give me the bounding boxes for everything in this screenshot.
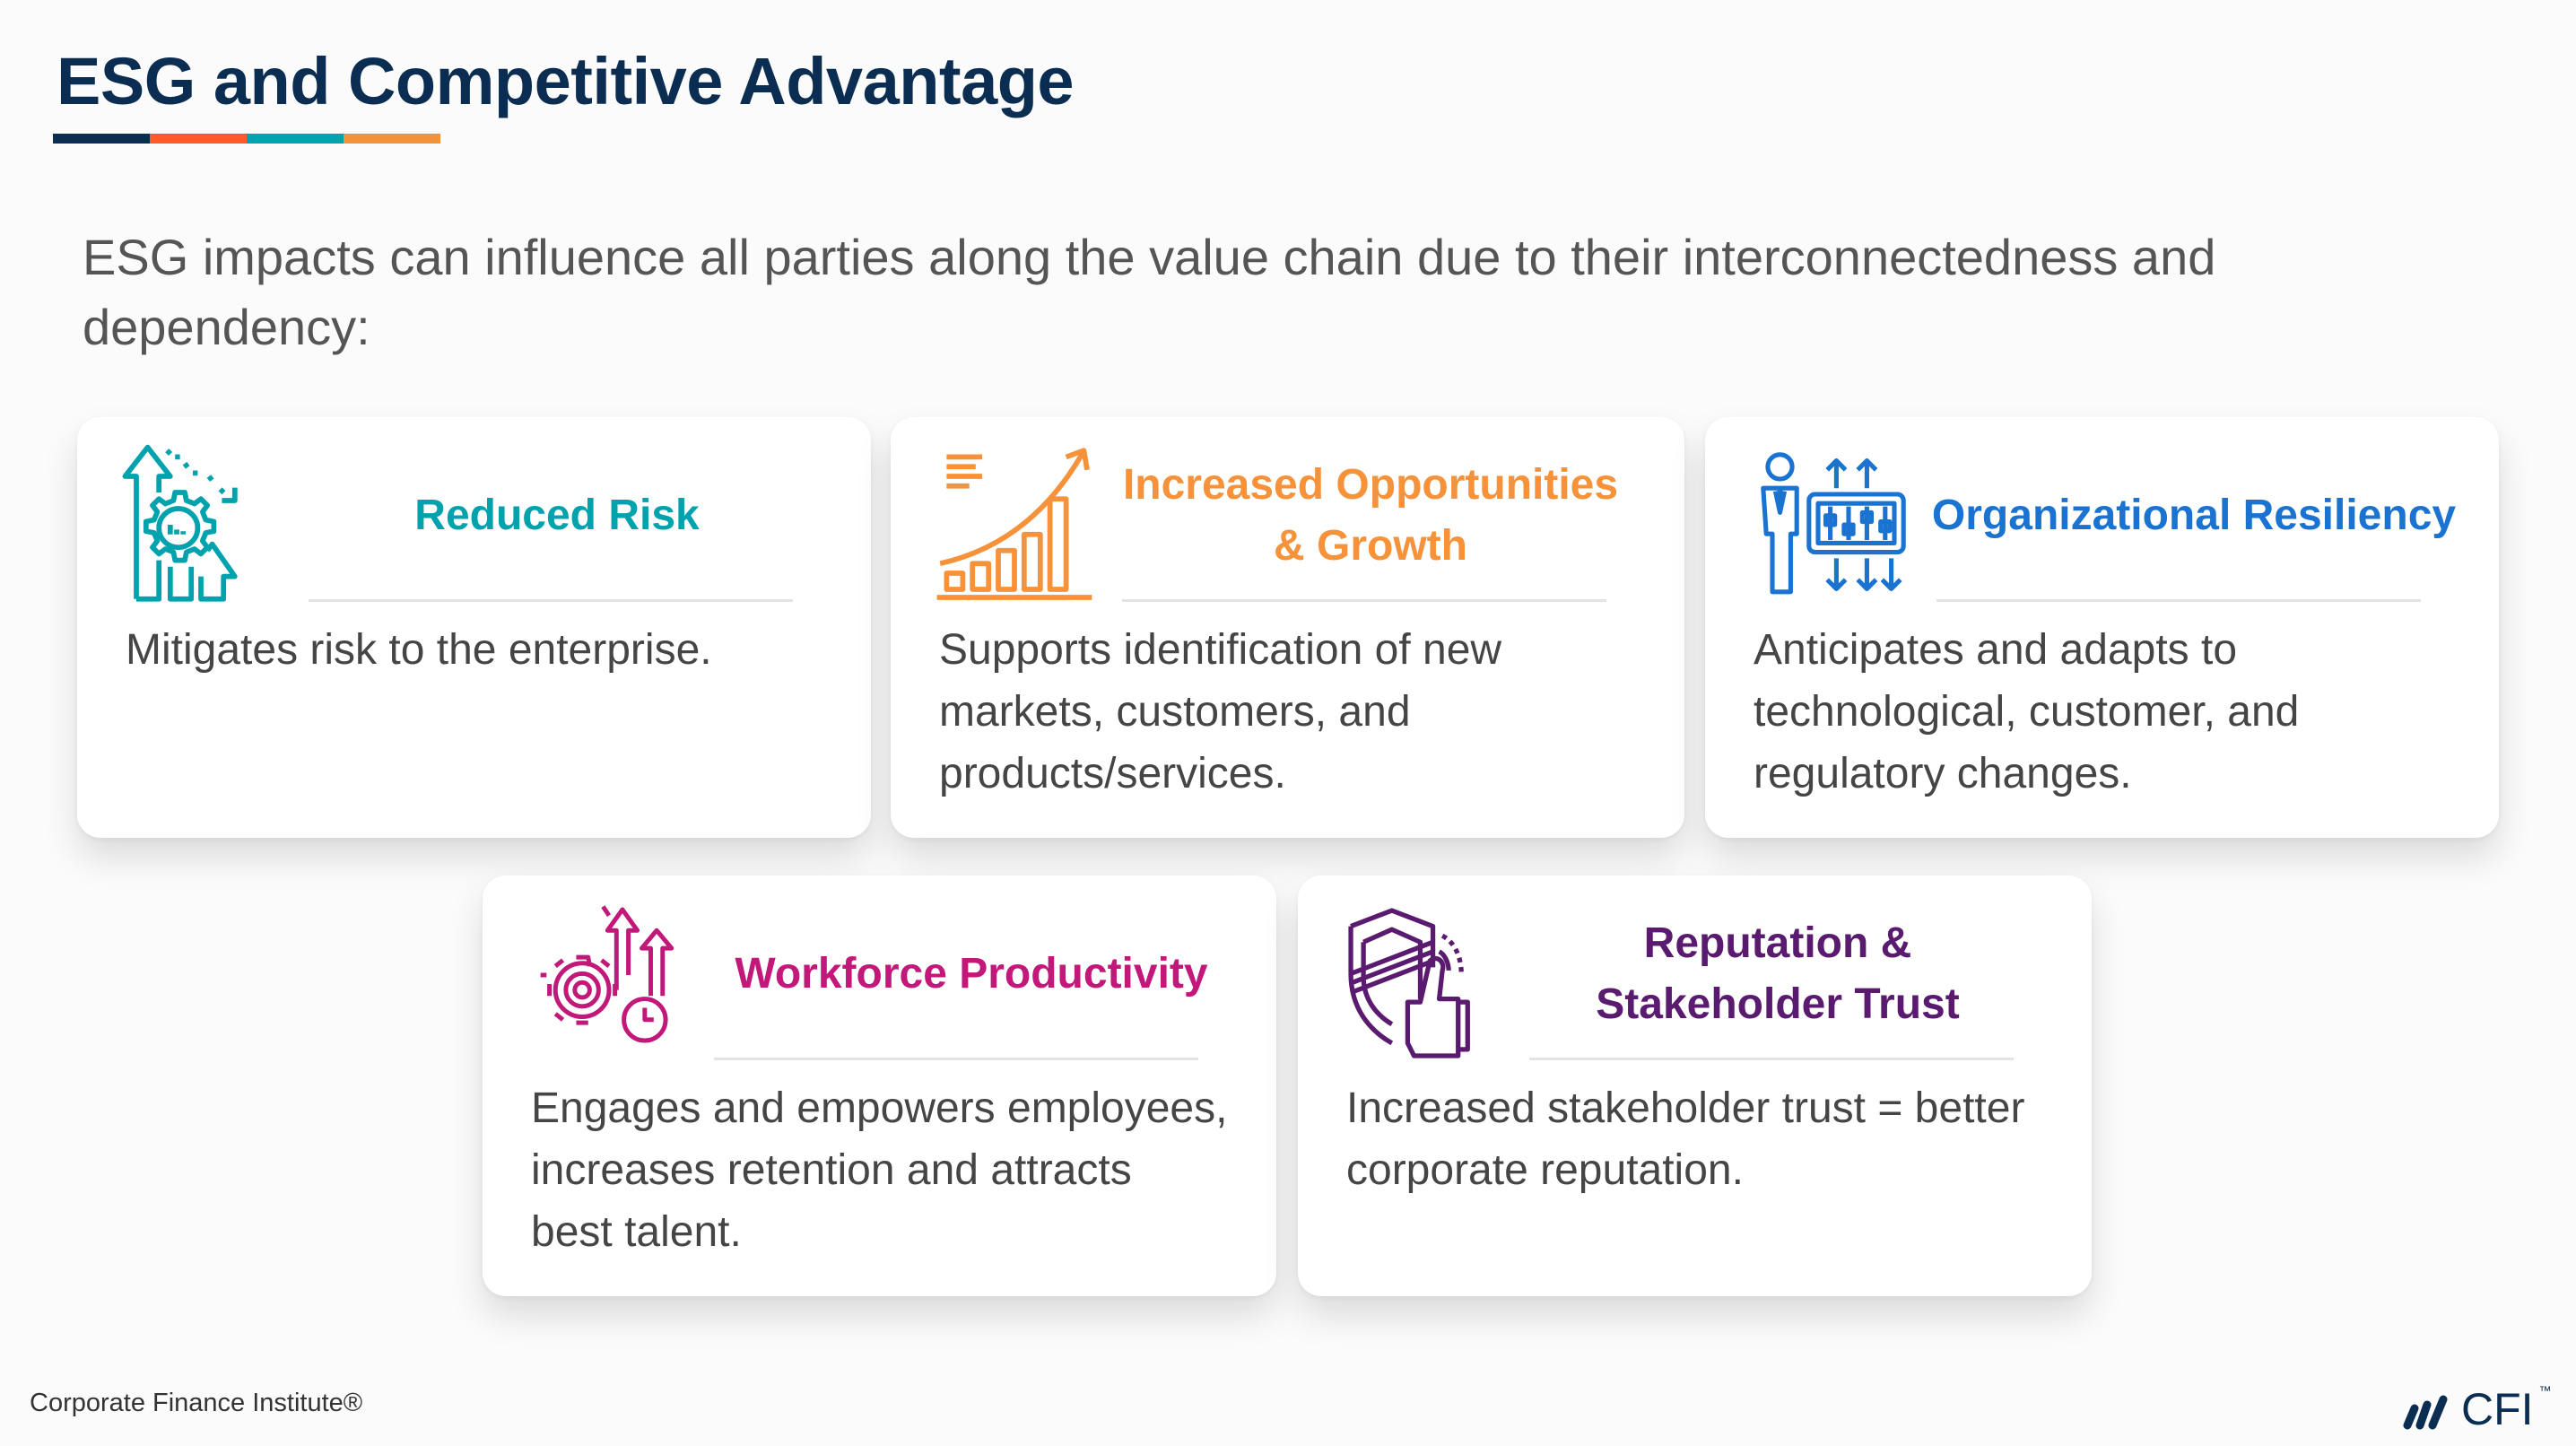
card-heading: Organizational Resiliency: [1911, 435, 2476, 597]
card-increased-opportunities: Increased Opportunities & Growth Supports…: [891, 417, 1684, 838]
body-line: regulatory changes.: [1754, 750, 2132, 797]
heading-line: Workforce Productivity: [735, 950, 1208, 997]
body-line: Supports identification of new: [939, 626, 1502, 674]
body-line: best talent.: [531, 1208, 742, 1256]
divider: [714, 1058, 1198, 1060]
subtitle: ESG impacts can influence all parties al…: [83, 229, 2216, 355]
title-accent-bars: [53, 134, 440, 144]
body-line: increases retention and attracts: [531, 1146, 1132, 1194]
body-line: corporate reputation.: [1346, 1146, 1744, 1194]
body-line: technological, customer, and: [1754, 688, 2300, 736]
card-heading: Reduced Risk: [288, 435, 826, 597]
divider: [309, 599, 793, 602]
shield-thumbs-up-icon: [1345, 904, 1502, 1062]
card-heading: Reputation & Stakeholder Trust: [1509, 893, 2047, 1055]
divider: [1122, 599, 1606, 602]
card-body: Engages and empowers employees, increase…: [531, 1077, 1227, 1263]
cfi-logo-slashes-icon: [2403, 1395, 2448, 1430]
body-line: Increased stakeholder trust = better: [1346, 1084, 2025, 1132]
gear-growth-arrows-icon: [120, 444, 282, 605]
card-heading: Increased Opportunities & Growth: [1101, 435, 1640, 597]
divider: [1529, 1058, 2014, 1060]
body-line: Anticipates and adapts to: [1754, 626, 2238, 674]
card-body: Anticipates and adapts to technological,…: [1754, 619, 2299, 805]
heading-line: Increased Opportunities: [1122, 461, 1619, 509]
cfi-logo-text: CFI: [2461, 1384, 2534, 1434]
divider: [1936, 599, 2421, 602]
heading-line: & Growth: [1274, 522, 1467, 570]
card-reputation-trust: Reputation & Stakeholder Trust Increased …: [1298, 875, 2092, 1296]
page-title: ESG and Competitive Advantage: [57, 44, 1075, 118]
heading-line: Reduced Risk: [414, 492, 700, 539]
accent-bar-navy: [53, 134, 150, 144]
footer-credit: Corporate Finance Institute®: [30, 1389, 363, 1417]
accent-bar-orange-red: [150, 134, 247, 144]
heading-line: Organizational Resiliency: [1931, 492, 2457, 539]
body-line: Mitigates risk to the enterprise.: [126, 626, 712, 674]
accent-bar-orange: [344, 134, 440, 144]
trademark: ™: [2538, 1383, 2552, 1398]
gears-target-clock-icon: [535, 901, 683, 1050]
card-reduced-risk: Reduced Risk Mitigates risk to the enter…: [77, 417, 871, 838]
card-heading: Workforce Productivity: [693, 893, 1249, 1055]
body-line: products/services.: [939, 750, 1286, 797]
heading-line: Reputation &: [1643, 919, 1912, 967]
body-line: markets, customers, and: [939, 688, 1411, 736]
cfi-logo: CFI ™: [2402, 1383, 2552, 1434]
rising-bar-chart-icon: [934, 444, 1095, 605]
accent-bar-teal: [247, 134, 344, 144]
heading-line: Stakeholder Trust: [1596, 980, 1960, 1028]
card-body: Increased stakeholder trust = better cor…: [1346, 1077, 2024, 1201]
card-organizational-resiliency: Organizational Resiliency Anticipates an…: [1705, 417, 2499, 838]
card-body: Supports identification of new markets, …: [939, 619, 1501, 805]
card-body: Mitigates risk to the enterprise.: [126, 619, 712, 681]
body-line: Engages and empowers employees,: [531, 1084, 1228, 1132]
person-adjusting-controls-icon: [1757, 444, 1910, 605]
card-workforce-productivity: Workforce Productivity Engages and empow…: [483, 875, 1276, 1296]
